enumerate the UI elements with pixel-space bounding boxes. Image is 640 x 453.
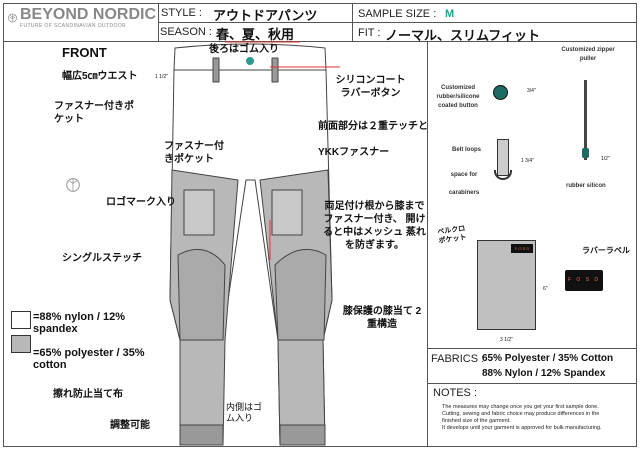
brand-name: BEYOND NORDIC xyxy=(19,6,156,23)
callout-inner-elastic: 内側はゴム入り xyxy=(226,402,263,423)
cuff xyxy=(179,424,224,446)
divider xyxy=(158,22,637,23)
rubber-label-title: ラバーラベル xyxy=(582,246,630,255)
button-label: Customized rubber/silicone coated button xyxy=(436,85,480,109)
notes-text: The measures may change once you get you… xyxy=(442,404,636,432)
waist-dimension: 1 1/2" xyxy=(155,74,168,80)
button-dimension: 3/4" xyxy=(527,88,536,94)
divider xyxy=(427,41,428,447)
callout-zip-pocket: ファスナー付きポケット xyxy=(54,101,134,125)
cuff xyxy=(279,424,326,446)
pocket-height: 6" xyxy=(543,286,548,292)
fit-value: ノーマル、スリムフィット xyxy=(385,28,540,43)
belt-loops-label: Belt loops xyxy=(452,147,482,153)
zipper-dimension: 1/2" xyxy=(601,156,610,162)
small-brand-logo xyxy=(66,178,80,197)
legend-poly: =65% polyester / 35% cotton xyxy=(33,347,145,371)
legend-swatch-nylon xyxy=(11,311,31,329)
cargo-pocket xyxy=(183,189,215,236)
callout-single-stitch: シングルステッチ xyxy=(62,253,142,264)
right-knee-pad xyxy=(274,248,327,341)
belt-dimension: 1 3/4" xyxy=(521,158,534,164)
callout-double-stitch: 前面部分は２重テッチと xyxy=(318,121,428,132)
fabric-line-1: 65% Polyester / 35% Cotton xyxy=(482,353,614,364)
silicone-button-icon xyxy=(493,85,508,100)
divider xyxy=(427,348,637,349)
pocket-rubber-label: F O S D xyxy=(511,244,533,253)
season-value: 春、夏、秋用 xyxy=(216,27,295,42)
brand-tagline: FUTURE OF SCANDINAVIAN OUTDOOR xyxy=(19,23,127,29)
rubber-label-sample: F O S D xyxy=(565,270,603,291)
velcro-pocket-sketch: F O S D xyxy=(477,240,536,330)
callout-ykk: YKKファスナー xyxy=(318,147,390,158)
notes-label: NOTES : xyxy=(433,387,478,399)
note-line: The measures may change once you get you… xyxy=(442,404,599,410)
view-label: FRONT xyxy=(62,45,107,60)
tree-logo-icon xyxy=(8,13,17,22)
pants-front-sketch xyxy=(169,41,340,446)
tree-logo-icon xyxy=(66,178,80,192)
tech-pack-frame xyxy=(3,3,637,447)
callout-adjustable: 調整可能 xyxy=(110,420,150,431)
callout-knee: 膝保護の膝当て 2重構造 xyxy=(342,306,422,330)
brand-logo: BEYOND NORDIC FUTURE OF SCANDINAVIAN OUT… xyxy=(8,6,156,29)
note-line: It develops until your garment is approv… xyxy=(442,425,602,431)
callout-back-elastic: 後ろはゴム入り xyxy=(209,44,279,55)
style-value: アウトドアパンツ xyxy=(213,8,318,23)
callout-logo-mark: ロゴマーク入り xyxy=(106,197,176,208)
divider xyxy=(427,383,637,384)
note-line: Cutting, sewing and fabric choice may pr… xyxy=(442,411,600,417)
fabric-line-2: 88% Nylon / 12% Spandex xyxy=(482,368,606,379)
sample-size-value: M xyxy=(445,8,455,20)
callout-silicone-button: シリコンコート ラバーボタン xyxy=(335,75,406,99)
cargo-pocket xyxy=(271,189,303,236)
pocket-width: 3 1/2" xyxy=(500,337,513,343)
callout-leg-zip: 両足付け根から膝まで ファスナー付き、 開けると中はメッシュ 蒸れを防ぎます。 xyxy=(323,201,426,251)
callout-scuff: 擦れ防止当て布 xyxy=(53,389,123,400)
note-line: finished size of the garment. xyxy=(442,418,511,424)
callout-zip-pocket-2: ファスナー付きポケット xyxy=(164,141,224,165)
legend-swatch-poly xyxy=(11,335,31,353)
season-label: SEASON : xyxy=(160,26,212,38)
divider xyxy=(352,3,353,41)
button-icon xyxy=(246,57,254,65)
left-knee-pad xyxy=(177,248,226,341)
rubber-silicon-label: rubber silicon xyxy=(566,183,606,189)
divider xyxy=(3,41,637,42)
zipper-label: Customized zipper puller xyxy=(561,47,615,62)
rubber-silicon-tip xyxy=(582,148,589,158)
d-ring-icon xyxy=(494,170,512,180)
legend-nylon: =88% nylon / 12% spandex xyxy=(33,311,126,335)
callout-waist: 幅広5㎝ウエスト xyxy=(62,71,138,82)
divider xyxy=(158,3,159,41)
fit-label: FIT : xyxy=(358,27,381,39)
style-label: STYLE : xyxy=(161,7,202,19)
fabrics-label: FABRICS : xyxy=(431,353,485,365)
zipper-puller-icon xyxy=(584,80,587,160)
sample-size-label: SAMPLE SIZE : xyxy=(358,8,437,20)
carabiners-label: space for carabiners xyxy=(448,172,480,196)
